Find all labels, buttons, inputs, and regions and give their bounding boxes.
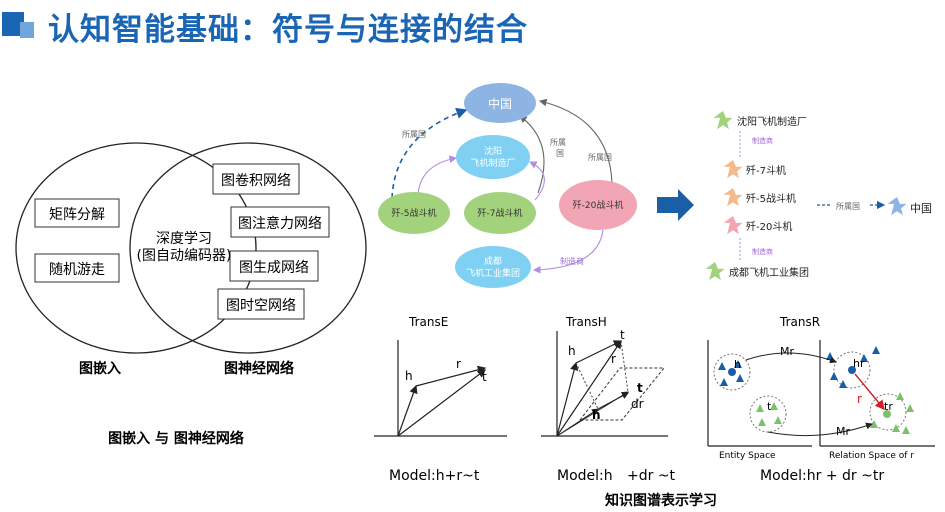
venn-right-label: 图神经网络 — [224, 360, 294, 377]
result-china-label: 中国 — [910, 202, 932, 215]
node-j5 — [378, 192, 450, 234]
node-chengdu-label-2: 飞机工业集团 — [466, 267, 520, 279]
venn-box-left-1 — [34, 198, 120, 228]
edge-label-belongs-3: 所属国 — [588, 152, 612, 162]
transh-t-label: t — [620, 328, 625, 342]
result-item-3: 歼-5战斗机 — [746, 192, 796, 205]
transr-relation-space: Relation Space of r — [829, 451, 914, 461]
transe-vector-t — [397, 369, 486, 437]
node-j7-label: 歼-7战斗机 — [478, 207, 523, 219]
page-title: 认知智能基础：符号与连接的结合 — [48, 12, 528, 48]
transe-h-label: h — [405, 369, 413, 383]
transe-t-label: t — [482, 370, 487, 384]
venn-box-right-4 — [217, 288, 305, 320]
transr-formula: Model:hr + dr ~tr — [760, 468, 884, 484]
star-icon — [705, 262, 725, 281]
result-maker-label-2: 制造商 — [752, 247, 773, 256]
transh-tb-label: t — [637, 381, 643, 395]
star-icon — [723, 188, 743, 207]
venn-right-circle — [129, 142, 367, 354]
venn-right-item-2: 图注意力网络 — [238, 215, 322, 232]
venn-right-item-4: 图时空网络 — [226, 298, 296, 314]
transr-tr-label: tr — [884, 400, 893, 413]
transh-hb-label: h — [592, 408, 601, 422]
node-shenyang — [456, 135, 530, 179]
edge-j7-shenyang — [529, 161, 545, 201]
transh-hyperplane — [578, 367, 666, 421]
transh-dr-label: dr — [631, 397, 644, 411]
edge-j7-china — [519, 115, 545, 194]
venn-left-item-1: 矩阵分解 — [49, 207, 105, 223]
transr-t-label: t — [767, 400, 772, 413]
transr-mr-top: Mr — [780, 345, 794, 358]
node-j5-label: 歼-5战斗机 — [392, 207, 437, 219]
edge-j20-china — [538, 98, 613, 185]
star-icon — [723, 160, 743, 179]
edge-label-belongs-1: 所属国 — [402, 129, 426, 139]
edge-j5-china — [391, 107, 468, 199]
venn-box-right-3 — [229, 250, 319, 282]
node-chengdu-label-1: 成都 — [484, 255, 502, 267]
venn-box-right-2 — [230, 206, 330, 238]
transe-formula: Model:h+r~t — [389, 468, 480, 484]
edge-label-maker: 制造商 — [560, 256, 584, 266]
transr-entity-space: Entity Space — [719, 451, 776, 461]
venn-left-circle — [15, 142, 257, 354]
transr-h-label: h — [734, 358, 741, 371]
transh-r-label: r — [611, 352, 616, 366]
venn-right-item-3: 图生成网络 — [239, 260, 309, 276]
venn-box-right-1 — [212, 163, 300, 195]
transform-arrow-icon — [657, 189, 694, 221]
result-belongs-label: 所属国 — [836, 201, 860, 211]
venn-right-item-1: 图卷积网络 — [221, 173, 291, 189]
transe-vector-h — [397, 384, 418, 437]
node-chengdu — [455, 246, 531, 288]
transr-mr-bottom: Mr — [836, 425, 850, 438]
node-china-label: 中国 — [488, 96, 512, 111]
star-icon — [887, 197, 907, 216]
result-item-4: 歼-20斗机 — [746, 220, 792, 233]
transr-r-label: r — [857, 392, 862, 406]
node-j20 — [559, 180, 637, 230]
transh-h-label: h — [568, 344, 576, 358]
transe-r-label: r — [456, 357, 461, 371]
node-j20-label: 歼-20战斗机 — [573, 199, 624, 211]
result-item-1: 沈阳飞机制造厂 — [737, 115, 807, 128]
title-marker-icon — [2, 12, 34, 38]
transh-title: TransH — [565, 315, 607, 329]
star-icon — [713, 111, 733, 130]
transe-vector-r — [415, 365, 487, 387]
edge-label-belongs-2a: 所属 — [550, 137, 566, 147]
transr-title: TransR — [779, 315, 820, 329]
result-item-5: 成都飞机工业集团 — [729, 266, 809, 279]
venn-caption: 图嵌入 与 图神经网络 — [108, 430, 244, 447]
venn-box-left-2 — [34, 253, 120, 283]
transh-formula-b: +dr ~t — [627, 468, 676, 484]
edge-j20-chengdu — [532, 229, 604, 274]
result-maker-label-1: 制造商 — [752, 136, 773, 145]
transr-hr-label: hr — [853, 357, 865, 370]
node-shenyang-label-2: 飞机制造厂 — [470, 157, 515, 169]
node-j7 — [464, 192, 536, 234]
venn-center-line-1: 深度学习 — [156, 231, 212, 247]
venn-left-label: 图嵌入 — [79, 360, 121, 377]
transh-formula-a: Model:h — [557, 468, 613, 484]
result-item-2: 歼-7斗机 — [746, 164, 786, 177]
venn-left-item-2: 随机游走 — [49, 262, 105, 278]
transe-title: TransE — [408, 315, 448, 329]
edge-label-belongs-2b: 国 — [556, 149, 564, 158]
edge-j5-shenyang — [417, 155, 458, 196]
venn-center-line-2: (图自动编码器) — [137, 248, 232, 264]
star-icon — [723, 216, 743, 235]
node-china — [464, 83, 536, 123]
node-shenyang-label-1: 沈阳 — [484, 145, 502, 157]
models-caption: 知识图谱表示学习 — [605, 492, 717, 509]
